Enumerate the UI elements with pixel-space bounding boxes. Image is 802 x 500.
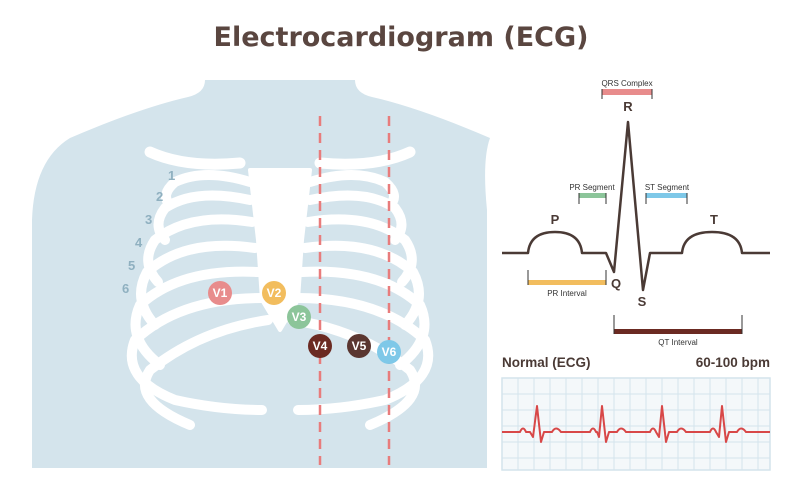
electrode-label: V4 xyxy=(313,339,328,353)
rib-number: 5 xyxy=(128,258,135,273)
electrode-label: V1 xyxy=(213,286,228,300)
left-ribs xyxy=(126,170,273,430)
ecg-grid-background xyxy=(501,377,771,471)
q-wave-label: Q xyxy=(611,276,621,291)
qrs-complex-label: QRS Complex xyxy=(601,79,652,88)
electrode-v4: V4 xyxy=(308,334,332,358)
electrode-v6: V6 xyxy=(377,340,401,364)
st-segment-marker: ST Segment xyxy=(645,183,690,204)
electrodes: V1 V2 V3 V4 V5 V6 xyxy=(208,281,401,364)
rib-numbers: 1 2 3 4 5 6 xyxy=(122,168,175,296)
ecg-waveform-diagram: QRS Complex PR Segment ST Segment P R T … xyxy=(502,79,770,347)
electrode-v3: V3 xyxy=(287,305,311,329)
ecg-strip-trace xyxy=(502,405,770,443)
electrode-label: V2 xyxy=(267,286,282,300)
ecg-strip xyxy=(501,377,771,471)
rib-number: 2 xyxy=(156,189,163,204)
st-segment-label: ST Segment xyxy=(645,183,690,192)
rib-cage xyxy=(126,146,434,430)
qrs-complex-marker: QRS Complex xyxy=(601,79,653,99)
left-clavicle xyxy=(144,146,246,170)
r-wave-label: R xyxy=(623,99,633,114)
s-wave-label: S xyxy=(638,294,647,309)
electrode-label: V3 xyxy=(292,310,307,324)
pr-segment-label: PR Segment xyxy=(569,183,615,192)
rib-number: 4 xyxy=(135,235,143,250)
pr-segment-marker: PR Segment xyxy=(569,183,615,204)
ecg-strip-rate: 60-100 bpm xyxy=(695,355,770,370)
electrode-label: V5 xyxy=(352,339,367,353)
pr-interval-label: PR Interval xyxy=(547,289,587,298)
right-clavicle xyxy=(314,146,416,170)
rib-number: 6 xyxy=(122,281,129,296)
electrode-v5: V5 xyxy=(347,334,371,358)
right-ribs xyxy=(287,170,434,430)
electrode-label: V6 xyxy=(382,345,397,359)
guide-lines xyxy=(318,116,391,465)
rib-number: 1 xyxy=(168,168,175,183)
t-wave-label: T xyxy=(710,212,718,227)
ecg-strip-label: Normal (ECG) xyxy=(502,355,591,370)
pqrst-trace xyxy=(502,120,770,292)
qt-interval-label: QT Interval xyxy=(658,338,698,347)
pr-interval-marker: PR Interval xyxy=(527,270,607,298)
p-wave-label: P xyxy=(551,212,560,227)
rib-number: 3 xyxy=(145,212,152,227)
electrode-v1: V1 xyxy=(208,281,232,305)
electrode-v2: V2 xyxy=(262,281,286,305)
page-title: Electrocardiogram (ECG) xyxy=(213,22,589,53)
qt-interval-marker: QT Interval xyxy=(613,315,743,347)
